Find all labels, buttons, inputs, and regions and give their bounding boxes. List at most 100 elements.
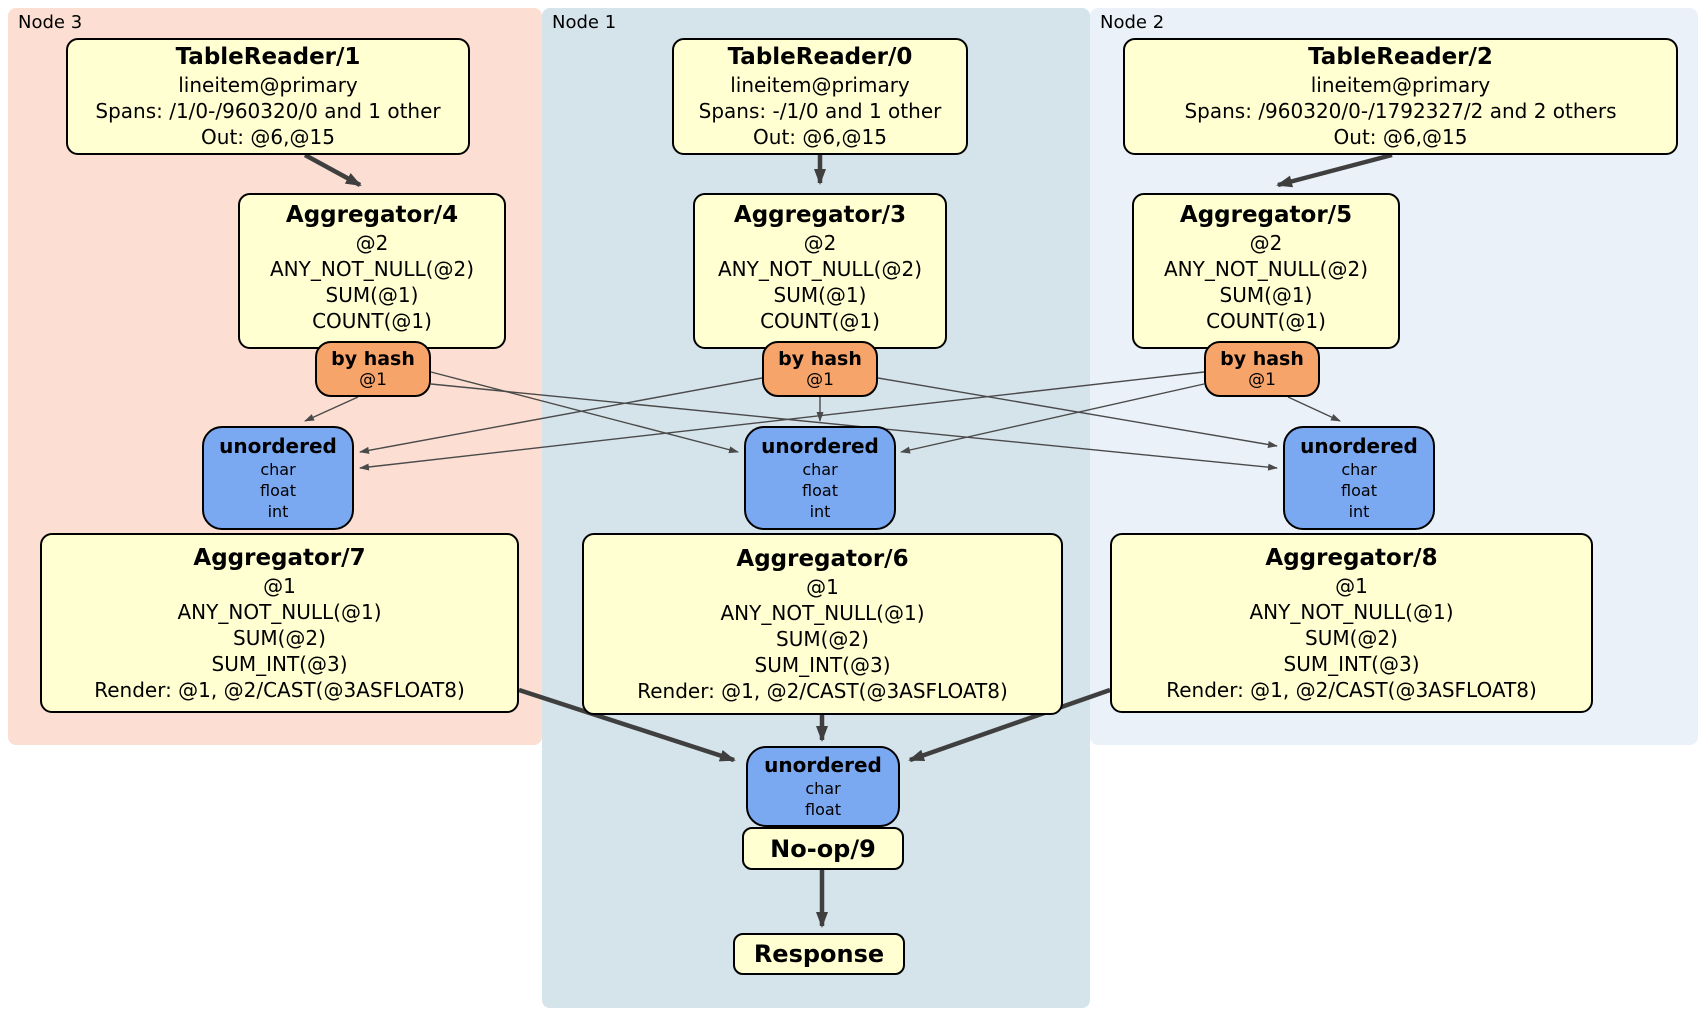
processor-detail: Spans: -/1/0 and 1 other xyxy=(698,99,942,123)
edge-hash2-sync1 xyxy=(900,383,1205,454)
router-detail: @1 xyxy=(806,370,834,390)
edge-agg8-finalsync xyxy=(908,687,1111,763)
router-title: by hash xyxy=(331,348,415,370)
hash-router-node2: by hash @1 xyxy=(1204,341,1320,397)
sync-column: int xyxy=(1348,502,1370,521)
processor-detail: Spans: /1/0-/960320/0 and 1 other xyxy=(95,99,441,123)
node-label-2: Node 2 xyxy=(1100,12,1165,33)
aggregator-5-box: Aggregator/5 @2 ANY_NOT_NULL(@2) SUM(@1)… xyxy=(1132,193,1400,349)
sync-column: char xyxy=(260,460,296,479)
processor-title: Aggregator/5 xyxy=(1179,202,1353,228)
processor-detail: SUM(@1) xyxy=(325,283,419,307)
processor-title: TableReader/2 xyxy=(1308,44,1493,70)
unordered-sync-node1: unordered char float int xyxy=(744,426,896,530)
aggregator-6-box: Aggregator/6 @1 ANY_NOT_NULL(@1) SUM(@2)… xyxy=(582,533,1063,715)
processor-title: Aggregator/7 xyxy=(193,544,366,571)
router-title: by hash xyxy=(778,348,862,370)
edge-hash2-sync3 xyxy=(359,371,1205,471)
aggregator-4-box: Aggregator/4 @2 ANY_NOT_NULL(@2) SUM(@1)… xyxy=(238,193,506,349)
processor-detail: lineitem@primary xyxy=(1310,73,1491,97)
processor-detail: Render: @1, @2/CAST(@3ASFLOAT8) xyxy=(94,677,465,702)
tablereader-1-box: TableReader/1 lineitem@primary Spans: /1… xyxy=(66,38,470,155)
processor-detail: @2 xyxy=(355,231,389,255)
processor-detail: ANY_NOT_NULL(@1) xyxy=(720,600,925,625)
processor-title: TableReader/0 xyxy=(727,44,913,70)
processor-title: Aggregator/8 xyxy=(1265,544,1438,571)
router-detail: @1 xyxy=(359,370,387,390)
processor-detail: SUM(@1) xyxy=(773,283,867,307)
aggregator-7-box: Aggregator/7 @1 ANY_NOT_NULL(@1) SUM(@2)… xyxy=(40,533,519,713)
processor-title: TableReader/1 xyxy=(175,44,361,70)
processor-detail: lineitem@primary xyxy=(730,73,910,97)
processor-detail: SUM_INT(@3) xyxy=(1283,651,1420,676)
unordered-sync-node3: unordered char float int xyxy=(202,426,354,530)
processor-detail: Render: @1, @2/CAST(@3ASFLOAT8) xyxy=(637,678,1008,703)
sync-column: float xyxy=(802,481,838,500)
processor-detail: Out: @6,@15 xyxy=(753,125,887,149)
processor-detail: Render: @1, @2/CAST(@3ASFLOAT8) xyxy=(1166,677,1537,702)
edge-hash3-sync3 xyxy=(304,396,359,422)
processor-title: Aggregator/4 xyxy=(285,202,459,228)
hash-router-node3: by hash @1 xyxy=(315,341,431,397)
sync-title: unordered xyxy=(761,434,879,458)
processor-detail: @2 xyxy=(803,231,837,255)
noop-box: No-op/9 xyxy=(742,827,904,870)
processor-detail: ANY_NOT_NULL(@1) xyxy=(1249,599,1454,624)
processor-detail: lineitem@primary xyxy=(178,73,358,97)
hash-router-node1: by hash @1 xyxy=(762,341,878,397)
router-title: by hash xyxy=(1220,348,1304,370)
processor-detail: Out: @6,@15 xyxy=(201,125,335,149)
aggregator-8-box: Aggregator/8 @1 ANY_NOT_NULL(@1) SUM(@2)… xyxy=(1110,533,1593,713)
processor-detail: @2 xyxy=(1249,231,1283,255)
sync-column: int xyxy=(267,502,289,521)
processor-detail: @1 xyxy=(263,573,296,598)
processor-detail: COUNT(@1) xyxy=(760,309,880,333)
processor-detail: @1 xyxy=(1335,573,1368,598)
sync-column: char xyxy=(805,779,841,798)
sync-column: float xyxy=(805,800,841,819)
sync-title: unordered xyxy=(1300,434,1418,458)
processor-title: No-op/9 xyxy=(770,834,876,863)
processor-detail: SUM_INT(@3) xyxy=(754,652,891,677)
edge-hash1-sync3 xyxy=(359,377,763,454)
processor-detail: SUM(@2) xyxy=(1305,625,1398,650)
processor-detail: ANY_NOT_NULL(@2) xyxy=(1164,257,1368,281)
processor-title: Response xyxy=(753,940,885,968)
processor-detail: SUM(@1) xyxy=(1219,283,1313,307)
edge-tr2-agg5 xyxy=(1276,152,1393,188)
processor-detail: ANY_NOT_NULL(@2) xyxy=(718,257,922,281)
response-box: Response xyxy=(733,933,905,975)
node-label-1: Node 1 xyxy=(552,12,617,33)
edge-tr1-agg4 xyxy=(303,153,362,187)
processor-detail: COUNT(@1) xyxy=(1206,309,1326,333)
processor-detail: COUNT(@1) xyxy=(312,309,432,333)
node-label-3: Node 3 xyxy=(18,12,83,33)
processor-detail: ANY_NOT_NULL(@1) xyxy=(177,599,382,624)
sync-column: float xyxy=(260,481,296,500)
sync-title: unordered xyxy=(764,753,882,777)
edge-agg7-finalsync xyxy=(518,687,736,763)
processor-detail: Spans: /960320/0-/1792327/2 and 2 others xyxy=(1184,99,1617,123)
sync-title: unordered xyxy=(219,434,337,458)
processor-detail: SUM_INT(@3) xyxy=(211,651,348,676)
processor-title: Aggregator/6 xyxy=(736,545,909,572)
tablereader-2-box: TableReader/2 lineitem@primary Spans: /9… xyxy=(1123,38,1678,155)
sync-column: char xyxy=(802,460,838,479)
sync-column: float xyxy=(1341,481,1377,500)
thick-edges xyxy=(303,152,1393,928)
aggregator-3-box: Aggregator/3 @2 ANY_NOT_NULL(@2) SUM(@1)… xyxy=(693,193,947,349)
processor-title: Aggregator/3 xyxy=(733,202,907,228)
processor-detail: SUM(@2) xyxy=(776,626,869,651)
router-detail: @1 xyxy=(1248,370,1276,390)
processor-detail: ANY_NOT_NULL(@2) xyxy=(270,257,474,281)
processor-detail: @1 xyxy=(806,574,839,599)
processor-detail: Out: @6,@15 xyxy=(1333,125,1468,149)
edge-hash2-sync2 xyxy=(1287,396,1341,422)
processor-detail: SUM(@2) xyxy=(233,625,326,650)
sync-column: char xyxy=(1341,460,1377,479)
unordered-sync-node2: unordered char float int xyxy=(1283,426,1435,530)
unordered-sync-final: unordered char float xyxy=(746,746,900,827)
edge-hash3-sync1 xyxy=(430,371,739,454)
